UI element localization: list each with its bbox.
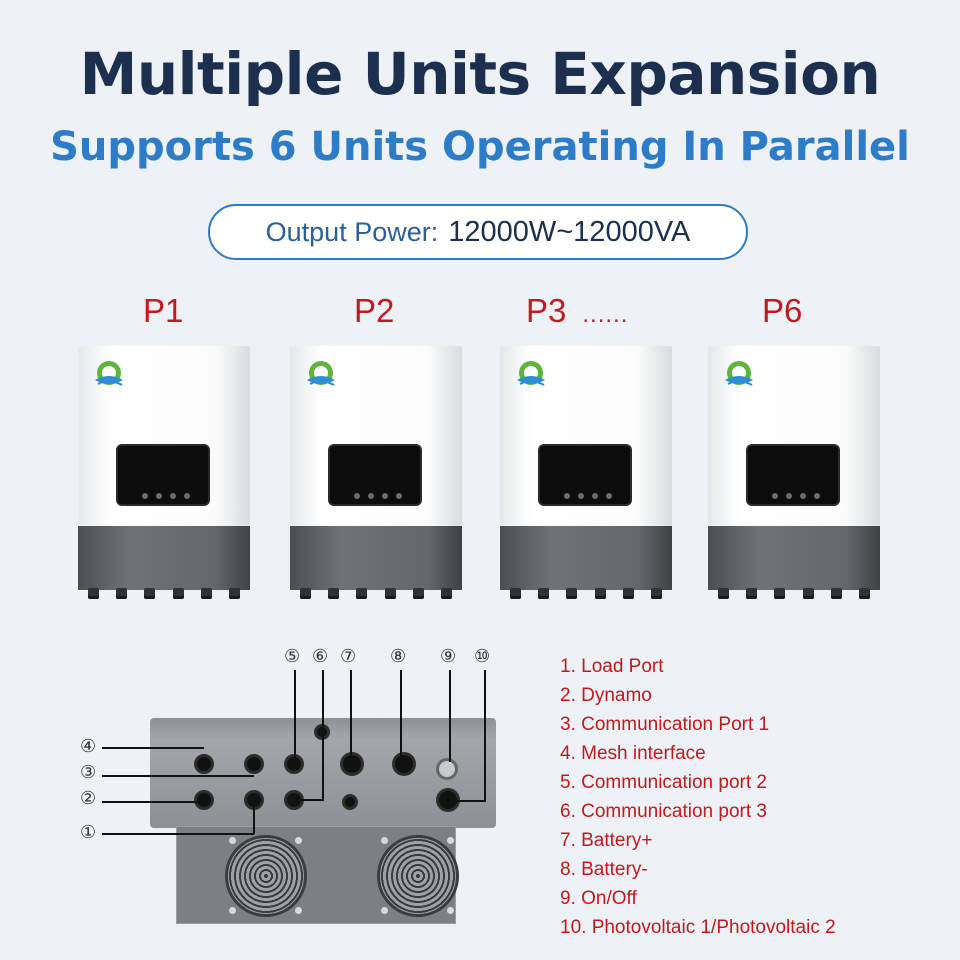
leader-line-9 (449, 670, 451, 762)
cooling-fan-right (377, 835, 459, 917)
page-subtitle: Supports 6 Units Operating In Parallel (50, 124, 910, 170)
callout-4: ④ (80, 736, 97, 757)
legend-item: 7. Battery+ (560, 830, 653, 851)
inverter-unit-2 (290, 346, 462, 604)
leader-line-8 (400, 670, 402, 762)
leader-line-10-h (448, 800, 486, 802)
inverter-display (328, 444, 422, 506)
port-communication-1 (244, 754, 264, 774)
callout-8: ⑧ (390, 646, 407, 667)
unit-label-p6: P6 (762, 292, 803, 329)
legend-item: 2. Dynamo (560, 685, 652, 706)
leader-line-6-h (294, 799, 324, 801)
unit-label-p3: P3...... (526, 292, 629, 329)
legend-item: 4. Mesh interface (560, 743, 706, 764)
legend-item: 3. Communication Port 1 (560, 714, 770, 735)
callout-5: ⑤ (284, 646, 301, 667)
callout-1: ① (80, 822, 97, 843)
leader-line-6 (322, 670, 324, 800)
unit-label-p2: P2 (354, 292, 395, 329)
leader-line-7 (350, 670, 352, 762)
legend-item: 5. Communication port 2 (560, 772, 767, 793)
port-battery-plus (340, 752, 364, 776)
callout-7: ⑦ (340, 646, 357, 667)
inverter-unit-4 (708, 346, 880, 604)
output-power-value: 12000W~12000VA (448, 215, 691, 248)
leader-line-3 (102, 775, 254, 777)
leader-line-4 (102, 747, 204, 749)
inverter-display (746, 444, 840, 506)
inverter-unit-3 (500, 346, 672, 604)
output-power-badge: Output Power: 12000W~12000VA (208, 204, 748, 260)
legend-item: 6. Communication port 3 (560, 801, 767, 822)
legend-item: 9. On/Off (560, 888, 637, 909)
legend-item: 1. Load Port (560, 656, 664, 677)
callout-6: ⑥ (312, 646, 329, 667)
legend-item: 8. Battery- (560, 859, 648, 880)
callout-9: ⑨ (440, 646, 457, 667)
legend-item: 10. Photovoltaic 1/Photovoltaic 2 (560, 917, 836, 938)
brand-logo-icon (725, 361, 753, 386)
callout-10: ⑩ (474, 646, 491, 667)
inverter-display (538, 444, 632, 506)
port-blank (342, 794, 358, 810)
port-legend: 1. Load Port 2. Dynamo 3. Communication … (560, 652, 836, 942)
page-title: Multiple Units Expansion (79, 40, 881, 108)
leader-line-1 (102, 833, 254, 835)
leader-line-10 (484, 670, 486, 802)
brand-logo-icon (95, 361, 123, 386)
brand-logo-icon (517, 361, 545, 386)
port-dynamo (194, 790, 214, 810)
port-mesh-interface (194, 754, 214, 774)
leader-line-2 (102, 801, 204, 803)
callout-3: ③ (80, 762, 97, 783)
port-battery-minus (392, 752, 416, 776)
inverter-unit-1 (78, 346, 250, 604)
callout-2: ② (80, 788, 97, 809)
leader-line-5 (294, 670, 296, 762)
cooling-fan-left (225, 835, 307, 917)
unit-label-ellipsis: ...... (582, 301, 629, 328)
unit-label-p1: P1 (143, 292, 184, 329)
leader-line-1-v (253, 800, 255, 834)
output-power-label: Output Power: (265, 216, 439, 247)
brand-logo-icon (307, 361, 335, 386)
fan-housing (176, 826, 459, 924)
inverter-display (116, 444, 210, 506)
on-off-switch (436, 758, 458, 780)
